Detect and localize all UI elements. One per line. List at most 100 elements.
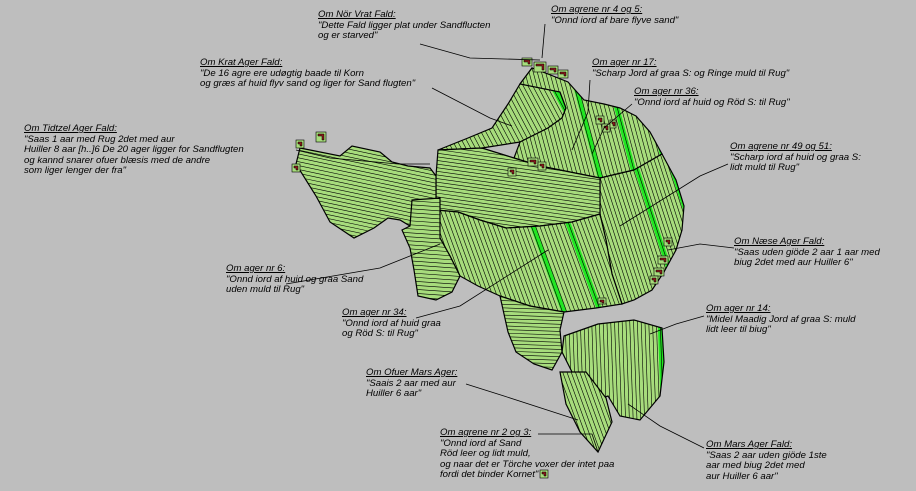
farm-building <box>599 299 605 304</box>
strip-line <box>600 154 655 304</box>
strip-line <box>678 292 683 443</box>
strip-line <box>567 372 604 452</box>
strip-line <box>402 201 460 212</box>
farm-building <box>529 159 537 165</box>
label-line: Röd leer og lidt muld, <box>440 448 531 460</box>
strip-line <box>402 225 460 236</box>
strip-line <box>638 154 684 304</box>
farm-building <box>651 277 657 283</box>
strip-line <box>402 213 460 224</box>
strip-line <box>500 321 564 326</box>
leader-ager-34 <box>415 249 549 319</box>
strip-line <box>402 261 460 271</box>
strip-line <box>489 210 566 312</box>
strip-line <box>571 372 608 452</box>
strip-line <box>447 210 524 312</box>
label-line: "Onnd iord af huid graa <box>342 317 441 329</box>
label-ager-6: Om ager nr 6: "Onnd iord af huid og graa… <box>226 263 363 296</box>
farm-building <box>597 117 603 123</box>
field-area <box>436 148 600 228</box>
strip-line <box>481 210 558 312</box>
strip-line <box>500 353 564 358</box>
label-title: Om ager nr 36: <box>634 86 699 97</box>
strip-line <box>296 147 436 185</box>
strip-line <box>402 245 460 255</box>
strip-line <box>402 233 460 244</box>
strip-line <box>605 320 612 420</box>
strip-line <box>436 155 600 183</box>
leader-ager-17 <box>571 79 591 151</box>
label-naese-ager: Om Næse Ager Fald: "Saas uden giöde 2 aa… <box>734 236 880 269</box>
label-nor-vrat: Om Nör Vrat Fald: "Dette Fald ligger pla… <box>318 9 490 42</box>
strip-line <box>402 289 460 299</box>
label-title: Om Nör Vrat Fald: <box>318 9 396 20</box>
strip-line <box>436 194 600 222</box>
strip-line <box>682 292 687 443</box>
strip-line <box>444 210 521 312</box>
strip-line <box>436 162 600 190</box>
strip-line <box>485 210 562 312</box>
farm-plot <box>533 61 547 73</box>
strip-line <box>462 210 539 312</box>
strip-line <box>436 187 600 215</box>
farm-building <box>535 63 545 71</box>
strip-line <box>674 292 679 443</box>
strip-line <box>504 210 581 312</box>
strip-line <box>667 293 672 444</box>
label-line: Huiller 8 aar [h..]6 De 20 ager ligger f… <box>24 144 244 156</box>
strip-line <box>500 210 577 312</box>
label-tidtzel-ager: Om Tidtzel Ager Fald: "Saas 1 aar med Ru… <box>24 123 244 177</box>
label-line: uden muld til Rug" <box>226 284 305 296</box>
strip-line <box>500 313 564 319</box>
farm-buildings <box>291 57 673 479</box>
strip-line <box>543 68 595 178</box>
strip-line <box>436 172 600 200</box>
label-line: og er starved" <box>318 30 378 42</box>
strip-line <box>566 68 618 178</box>
leader-agrene-4-5 <box>541 23 546 59</box>
strip-line <box>402 285 460 295</box>
label-line: "Saas uden giöde 2 aar 1 aar med <box>734 246 880 258</box>
strip-line <box>500 335 564 340</box>
strip-line <box>539 68 591 178</box>
highlight-strip <box>503 210 584 312</box>
label-title: Om ager nr 14: <box>706 303 771 314</box>
strip-line <box>500 328 564 333</box>
strip-line <box>555 68 606 178</box>
leader-ofuer-mars <box>465 383 579 421</box>
strip-line <box>297 95 469 131</box>
strip-line <box>686 292 691 443</box>
strip-line <box>296 99 468 135</box>
strip-line <box>402 269 460 279</box>
farm-building <box>665 239 671 245</box>
label-line: og Röd S: til Rug" <box>342 328 418 340</box>
farm-building <box>317 133 325 141</box>
strip-line <box>530 210 607 312</box>
strip-line <box>600 154 640 304</box>
strip-line <box>500 342 564 348</box>
label-title: Om agrene nr 49 og 51: <box>730 141 832 152</box>
strip-line <box>560 210 622 312</box>
farm-building <box>559 71 567 77</box>
label-ager-36: Om ager nr 36: "Onnd iord af huid og Röd… <box>634 86 790 108</box>
strip-line <box>402 217 460 228</box>
leader-agrene-2-3 <box>538 433 599 453</box>
farm-building <box>509 169 515 175</box>
strip-line <box>586 68 637 178</box>
strip-line <box>436 158 600 186</box>
strip-line <box>500 357 564 362</box>
strip-line <box>477 210 554 312</box>
highlight-strip <box>535 210 616 312</box>
strip-line <box>600 154 637 304</box>
strip-line <box>500 349 564 355</box>
field-outline <box>559 371 613 454</box>
label-line: "Saais 2 aar med aur <box>366 377 456 389</box>
farm-building <box>655 269 663 275</box>
strip-line <box>600 154 651 304</box>
strip-line <box>402 281 460 291</box>
strip-line <box>500 339 564 344</box>
strip-line <box>564 210 622 312</box>
strip-line <box>402 273 460 283</box>
strip-line <box>559 68 610 178</box>
strip-line <box>402 253 460 263</box>
